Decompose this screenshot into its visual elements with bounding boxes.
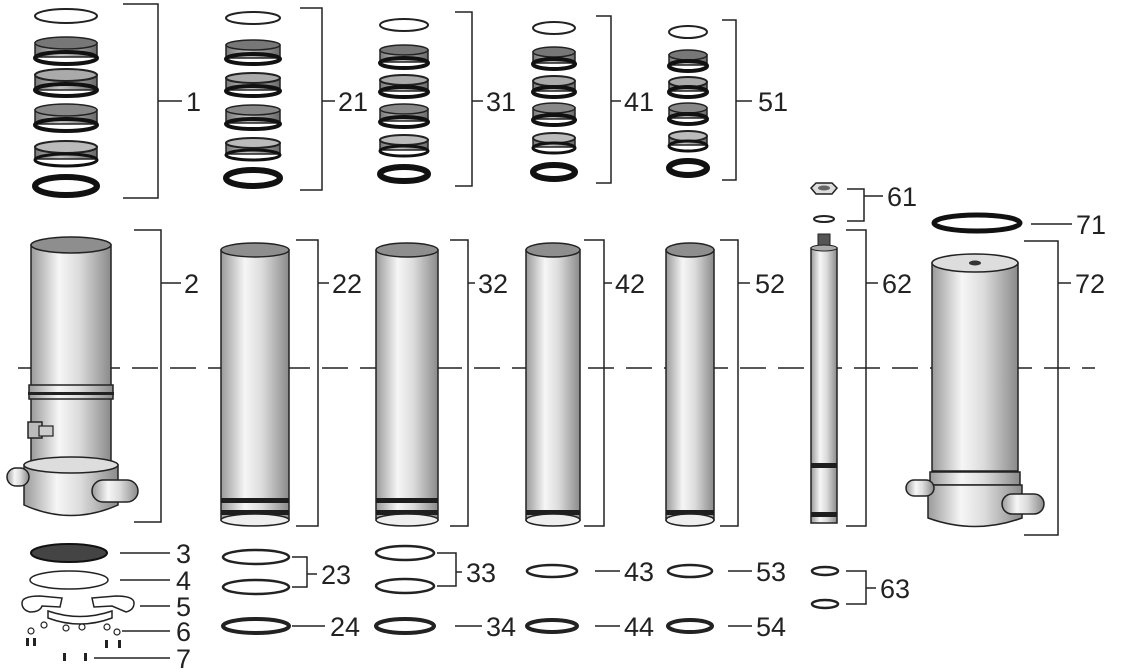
label-5: 5	[176, 592, 191, 622]
seal-kit-31	[377, 18, 431, 184]
label-61: 61	[887, 182, 917, 212]
label-1: 1	[186, 87, 201, 117]
seal-kit-51	[666, 25, 710, 178]
cylinder-tube-2	[6, 236, 139, 517]
label-44: 44	[624, 612, 654, 642]
label-23: 23	[321, 560, 351, 590]
label-41: 41	[624, 87, 654, 117]
base-plate-3	[30, 543, 108, 563]
washer-61	[813, 215, 835, 223]
cylinder-tube-52	[665, 242, 715, 527]
o-rings-bottom	[221, 544, 840, 635]
gasket-4	[29, 570, 109, 590]
seal-kit-21	[223, 11, 283, 189]
label-72: 72	[1075, 269, 1105, 299]
screws-6	[27, 621, 121, 636]
cylinder-tube-22	[220, 242, 290, 527]
label-32: 32	[478, 269, 508, 299]
piston-rod-62	[810, 233, 838, 524]
label-22: 22	[332, 269, 362, 299]
hex-nut-61	[809, 182, 839, 195]
label-2: 2	[184, 269, 199, 299]
label-34: 34	[486, 612, 516, 642]
label-54: 54	[756, 612, 786, 642]
label-4: 4	[176, 566, 191, 596]
label-6: 6	[176, 617, 191, 647]
split-ring-5	[21, 595, 135, 625]
label-33: 33	[466, 558, 496, 588]
label-7: 7	[176, 644, 191, 672]
label-52: 52	[755, 269, 785, 299]
cylinder-tube-32	[375, 242, 439, 527]
cylinder-tube-42	[525, 242, 581, 527]
label-43: 43	[624, 557, 654, 587]
label-63: 63	[880, 574, 910, 604]
seal-kit-41	[530, 21, 578, 182]
label-51: 51	[758, 87, 788, 117]
label-53: 53	[756, 557, 786, 587]
leaders-bottom	[292, 552, 876, 627]
label-71: 71	[1076, 210, 1106, 240]
label-21: 21	[338, 87, 368, 117]
seal-kit-1	[32, 8, 100, 198]
label-3: 3	[176, 539, 191, 569]
label-62: 62	[882, 269, 912, 299]
screws-7	[26, 638, 121, 661]
label-42: 42	[615, 269, 645, 299]
leaders-bottom-left	[94, 552, 170, 659]
label-24: 24	[330, 612, 360, 642]
cylinder-tube-72	[905, 253, 1045, 528]
label-31: 31	[486, 87, 516, 117]
o-ring-71	[931, 212, 1023, 234]
brackets-top	[123, 3, 1072, 536]
